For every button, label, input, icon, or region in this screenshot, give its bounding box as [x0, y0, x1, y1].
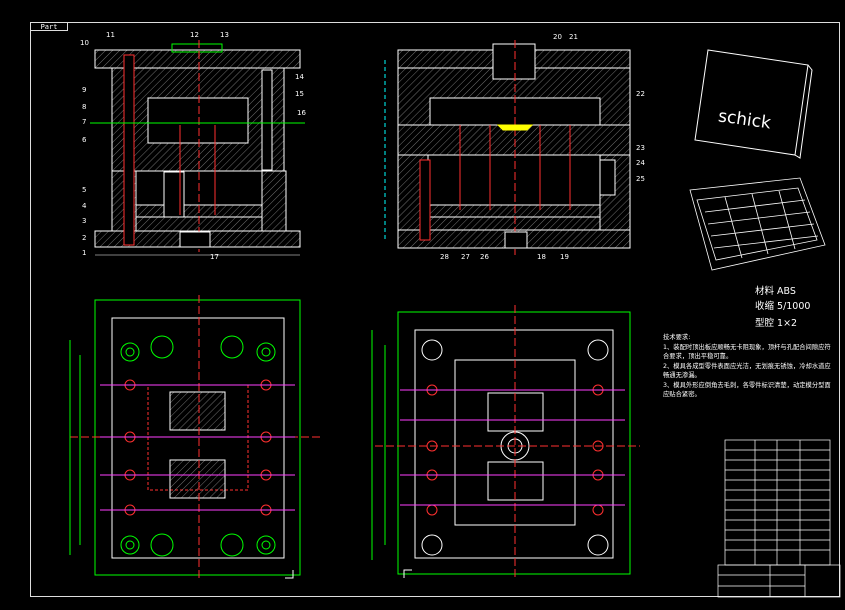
- part-label: 5: [82, 186, 86, 194]
- note-item: 2、模具各成型零件表面应光洁，无划痕无锈蚀，冷却水道应畅通无渗漏。: [663, 362, 831, 380]
- product-logo-text: schick: [717, 106, 772, 133]
- part-label: 8: [82, 103, 86, 111]
- part-label: 1: [82, 249, 86, 257]
- part-label: 24: [636, 159, 645, 167]
- section-view-a: [90, 40, 305, 256]
- part-label: 17: [210, 253, 219, 261]
- part-label: 20: [553, 33, 562, 41]
- technical-notes: 技术要求: 1、装配时顶出板应顺畅无卡阻现象，顶杆与孔配合间隙应符合要求，顶出平…: [663, 333, 833, 400]
- part-label: 10: [80, 39, 89, 47]
- plan-view-moving-half: [69, 295, 320, 580]
- part-label: 21: [569, 33, 578, 41]
- section-a-label-group: 1 2 3 4 5 6 7 8 9 10 11 12 13 14 15 16 1…: [80, 31, 306, 261]
- plan-view-fixed-half: [371, 305, 640, 580]
- part-label: 25: [636, 175, 645, 183]
- drawing-frame: [30, 22, 840, 597]
- note-item: 3、模具外形应倒角去毛刺，各零件标识清楚，动定模分型面应贴合紧密。: [663, 381, 831, 399]
- notes-title: 技术要求:: [663, 334, 691, 341]
- part-label: 28: [440, 253, 449, 261]
- part-label: 15: [295, 90, 304, 98]
- part-label: 26: [480, 253, 489, 261]
- part-label: 27: [461, 253, 470, 261]
- part-label: 14: [295, 73, 304, 81]
- part-label: 22: [636, 90, 645, 98]
- part-label: 3: [82, 217, 86, 225]
- part-label: 9: [82, 86, 86, 94]
- part-label: 7: [82, 118, 86, 126]
- product-iso-base: [689, 177, 826, 271]
- section-view-b: [384, 40, 631, 255]
- spec-shrinkage: 收缩 5/1000: [755, 301, 811, 312]
- spec-cavity: 型腔 1×2: [755, 318, 798, 329]
- spec-material: 材料 ABS: [755, 286, 796, 297]
- part-label: 6: [82, 136, 87, 144]
- part-label: 2: [82, 234, 86, 242]
- note-item: 1、装配时顶出板应顺畅无卡阻现象，顶杆与孔配合间隙应符合要求，顶出平稳可靠。: [663, 343, 831, 361]
- part-label: 19: [560, 253, 569, 261]
- part-label: 11: [106, 31, 115, 39]
- part-label: 13: [220, 31, 229, 39]
- sheet-tag: Part: [30, 22, 68, 31]
- part-label: 18: [537, 253, 546, 261]
- part-label: 12: [190, 31, 199, 39]
- section-b-label-group: 20 21 22 23 24 25 28 27 26 18 19: [440, 33, 645, 261]
- part-label: 23: [636, 144, 645, 152]
- part-label: 4: [82, 202, 87, 210]
- title-block: [717, 439, 841, 598]
- part-label: 16: [297, 109, 306, 117]
- product-iso-cover: schick: [694, 49, 813, 159]
